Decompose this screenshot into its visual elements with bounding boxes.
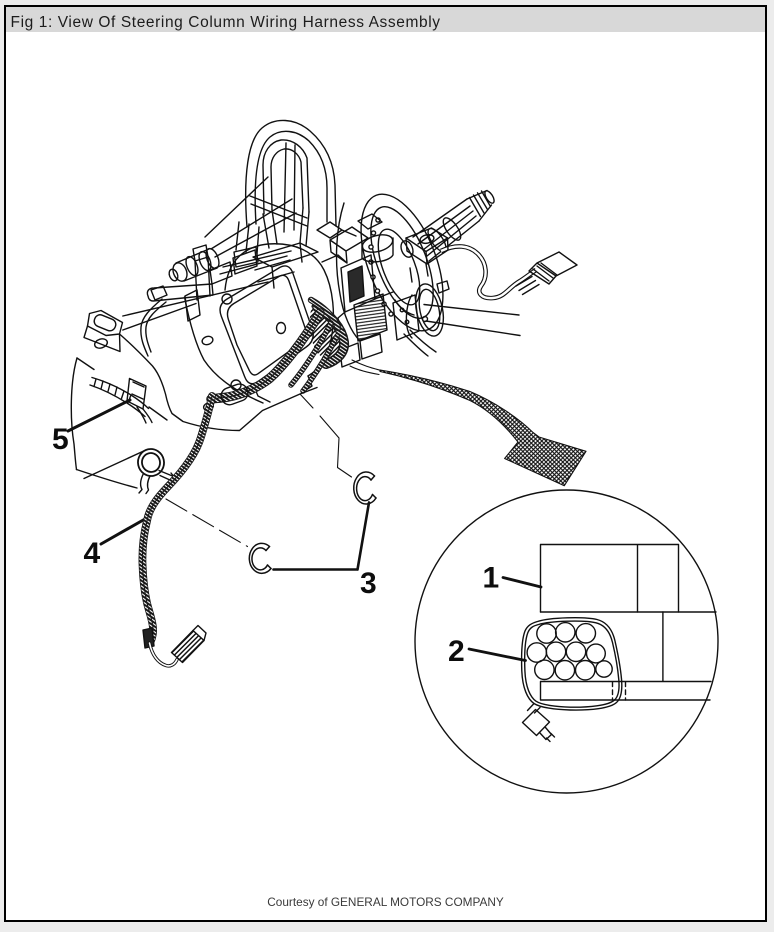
svg-text:1: 1 — [483, 562, 500, 595]
svg-text:4: 4 — [84, 537, 101, 570]
svg-text:3: 3 — [360, 567, 377, 600]
svg-text:5: 5 — [52, 423, 69, 456]
svg-text:2: 2 — [448, 635, 465, 668]
